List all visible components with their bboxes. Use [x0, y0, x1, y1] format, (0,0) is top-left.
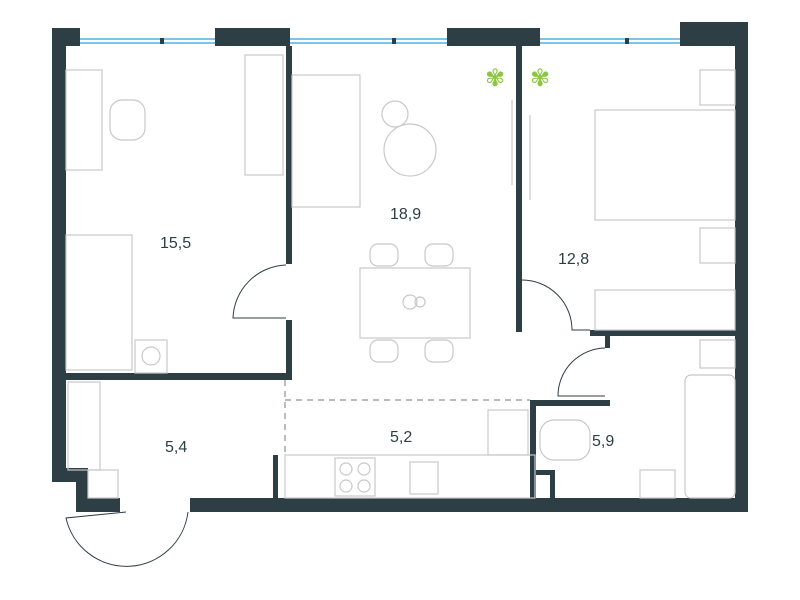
wardrobe-1 [244, 54, 284, 176]
door-bedroom-1 [232, 264, 287, 319]
wardrobe-3 [67, 381, 101, 471]
panel [87, 469, 119, 499]
sofa [291, 74, 361, 208]
kitchen-counter [284, 454, 536, 499]
washbasin [639, 469, 676, 499]
svg-text:✾: ✾ [530, 65, 550, 92]
dining-table [359, 267, 471, 339]
wardrobe-2 [594, 289, 736, 331]
windows [80, 38, 680, 44]
chair [109, 99, 146, 141]
door-bathroom [557, 347, 606, 397]
lamp [381, 100, 409, 128]
boiler [699, 339, 736, 369]
area-label-bathroom: 5,9 [592, 433, 614, 450]
area-label-kitchen: 5,2 [390, 429, 412, 446]
washer [134, 339, 168, 374]
plant-icons: ✾ ✾ [485, 65, 550, 92]
door-entrance [65, 511, 189, 567]
furniture [65, 54, 736, 499]
nightstand-2 [699, 227, 736, 264]
double-bed [594, 109, 736, 221]
zone-divider [284, 380, 530, 455]
stove [334, 457, 376, 497]
toilet [539, 419, 591, 461]
walls [52, 22, 748, 512]
desk [65, 69, 103, 171]
bed-single [65, 234, 133, 371]
sink [409, 461, 439, 495]
door-bedroom-2 [521, 279, 590, 331]
nightstand-1 [699, 69, 736, 106]
fridge [487, 409, 529, 456]
coffee-table [383, 123, 437, 177]
doors[interactable] [65, 264, 606, 567]
bathtub [684, 374, 736, 499]
area-label-living-room: 18,9 [390, 206, 421, 223]
area-label-hallway: 5,4 [165, 439, 187, 456]
area-label-bedroom-1: 15,5 [160, 235, 191, 252]
svg-text:✾: ✾ [485, 65, 505, 92]
area-label-bedroom-2: 12,8 [558, 251, 589, 268]
